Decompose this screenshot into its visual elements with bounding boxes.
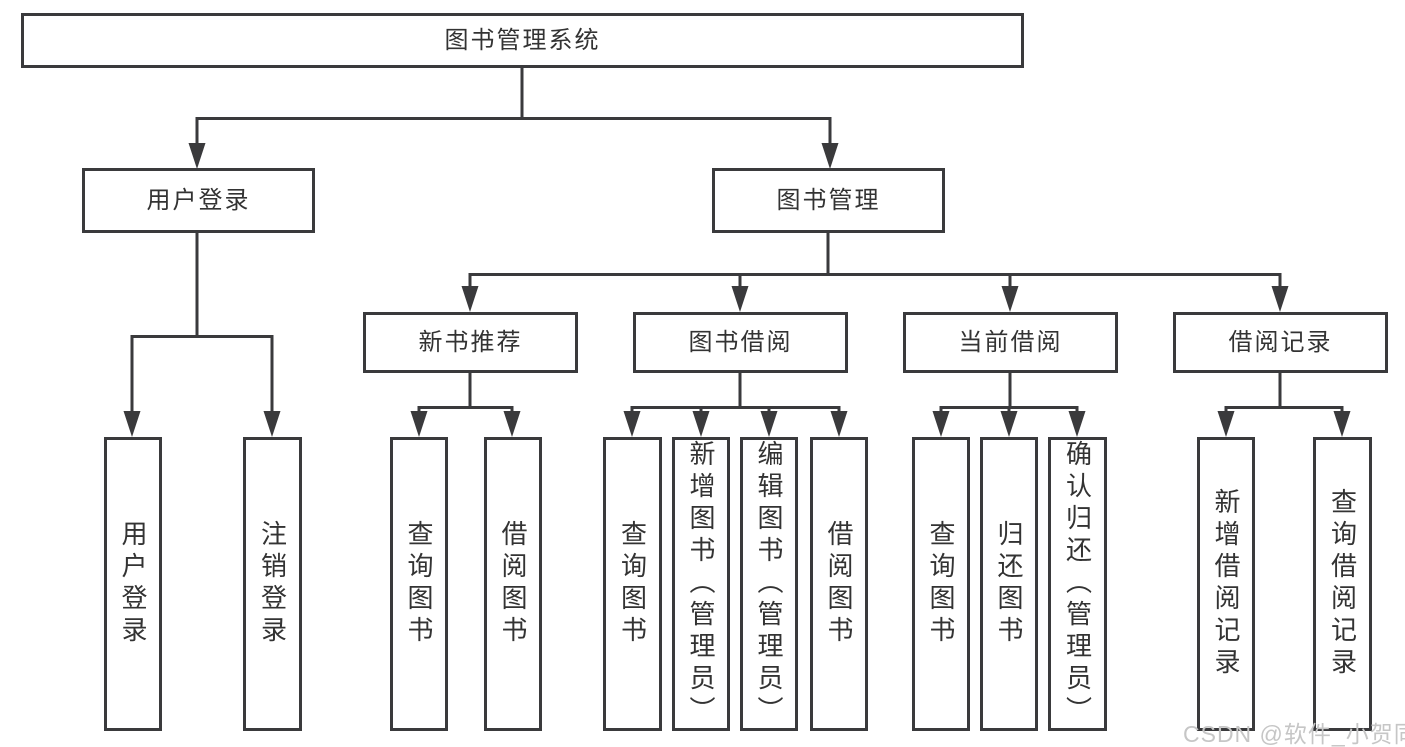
arrow-down-icon [830, 411, 848, 437]
arrow-down-icon [1271, 286, 1289, 312]
node-current-borrow-label: 当前借阅 [958, 328, 1063, 356]
leaf-borrow-books-1-label: 借阅图书 [498, 520, 528, 648]
leaf-borrow-books-2: 借阅图书 [810, 437, 868, 731]
node-root: 图书管理系统 [21, 13, 1024, 68]
arrow-down-icon [410, 411, 428, 437]
arrow-down-icon [188, 143, 206, 169]
leaf-query-books-3: 查询图书 [912, 437, 970, 731]
leaf-user-login: 用户登录 [104, 437, 162, 731]
arrow-down-icon [731, 286, 749, 312]
leaf-edit-book-admin-label: 编辑图书（管理员） [754, 440, 784, 728]
leaf-add-book-admin-label: 新增图书（管理员） [686, 440, 716, 728]
node-book-borrow-label: 图书借阅 [688, 328, 793, 356]
arrowheads [123, 143, 1351, 437]
leaf-return-book: 归还图书 [980, 437, 1038, 731]
node-book-management-label: 图书管理 [776, 186, 881, 214]
leaf-query-books-1: 查询图书 [390, 437, 448, 731]
node-book-borrow: 图书借阅 [633, 312, 848, 373]
node-user-login: 用户登录 [82, 168, 315, 233]
node-current-borrow: 当前借阅 [903, 312, 1118, 373]
leaf-confirm-return-admin-label: 确认归还（管理员） [1062, 440, 1093, 728]
arrow-down-icon [123, 411, 141, 437]
leaf-confirm-return-admin: 确认归还（管理员） [1048, 437, 1107, 731]
arrow-down-icon [623, 411, 641, 437]
arrow-down-icon [1068, 411, 1086, 437]
leaf-query-books-2: 查询图书 [603, 437, 662, 731]
arrow-down-icon [760, 411, 778, 437]
arrow-down-icon [692, 411, 710, 437]
node-borrow-records: 借阅记录 [1173, 312, 1388, 373]
leaf-edit-book-admin: 编辑图书（管理员） [740, 437, 798, 731]
arrow-down-icon [1001, 286, 1019, 312]
arrow-down-icon [263, 411, 281, 437]
arrow-down-icon [461, 286, 479, 312]
leaf-logout-label: 注销登录 [257, 520, 288, 648]
leaf-borrow-books-2-label: 借阅图书 [824, 520, 854, 648]
arrow-down-icon [932, 411, 950, 437]
leaf-logout: 注销登录 [243, 437, 302, 731]
leaf-user-login-label: 用户登录 [118, 520, 148, 648]
arrow-down-icon [503, 411, 521, 437]
node-user-login-label: 用户登录 [146, 186, 251, 214]
arrow-down-icon [1000, 411, 1018, 437]
arrow-down-icon [821, 143, 839, 169]
arrow-down-icon [1333, 411, 1351, 437]
leaf-return-book-label: 归还图书 [994, 520, 1024, 648]
node-new-book-recommend: 新书推荐 [363, 312, 578, 373]
node-book-management: 图书管理 [712, 168, 945, 233]
leaf-add-borrow-record-label: 新增借阅记录 [1211, 488, 1241, 680]
leaf-query-books-3-label: 查询图书 [926, 520, 956, 648]
arrow-down-icon [1217, 411, 1235, 437]
leaf-add-borrow-record: 新增借阅记录 [1197, 437, 1255, 731]
leaf-borrow-books-1: 借阅图书 [484, 437, 542, 731]
leaf-query-books-2-label: 查询图书 [617, 520, 648, 648]
leaf-query-borrow-record: 查询借阅记录 [1313, 437, 1372, 731]
leaf-add-book-admin: 新增图书（管理员） [672, 437, 730, 731]
leaf-query-books-1-label: 查询图书 [404, 520, 434, 648]
csdn-watermark: CSDN @软件_小贺同学 [1183, 721, 1405, 747]
node-root-label: 图书管理系统 [444, 26, 601, 54]
node-borrow-records-label: 借阅记录 [1228, 328, 1333, 356]
leaf-query-borrow-record-label: 查询借阅记录 [1327, 488, 1358, 680]
node-new-book-recommend-label: 新书推荐 [418, 328, 523, 356]
